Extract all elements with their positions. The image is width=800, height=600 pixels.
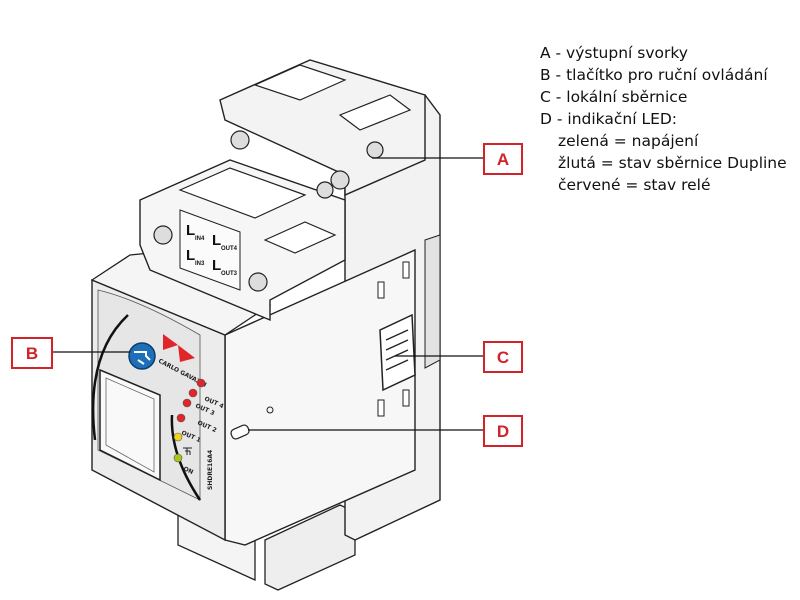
side-vent-1 (377, 281, 385, 299)
screw-front-1 (153, 225, 173, 245)
screw-rear-2 (330, 170, 350, 190)
callout-d: D (483, 415, 523, 447)
callout-b: B (11, 337, 53, 369)
svg-text:D: D (497, 422, 509, 441)
led-out4b (188, 388, 198, 398)
bus-symbol-icon (183, 447, 192, 455)
terminal-slot-front-2 (263, 221, 337, 254)
manual-button[interactable] (128, 342, 156, 370)
terminal-l-in3-sub: IN3 (195, 261, 205, 267)
hand-icon (134, 351, 151, 365)
terminal-block-rear (219, 59, 426, 197)
terminal-l-out4-sub: OUT4 (221, 246, 238, 252)
callout-a: A (483, 143, 523, 175)
legend-d-green: zelená = napájení (558, 132, 699, 150)
screw-front-3 (316, 181, 334, 199)
terminal-l-out3-sub: OUT3 (221, 271, 238, 277)
legend-d-yellow: žlutá = stav sběrnice Dupline (558, 154, 787, 172)
brand-logo-icon-2 (178, 345, 195, 362)
front-window-inner (105, 377, 155, 473)
terminal-l-out4: L (212, 232, 221, 249)
brand-logo-icon (163, 334, 178, 350)
svg-text:B: B (26, 344, 38, 363)
terminal-slot-front-1 (178, 167, 307, 219)
terminal-l-in3: L (186, 247, 195, 264)
terminal-l-in4-sub: IN4 (195, 236, 205, 242)
front-window (99, 368, 161, 482)
side-hole (266, 406, 274, 414)
svg-text:C: C (497, 348, 509, 367)
legend-d-red: červené = stav relé (558, 176, 711, 194)
model-text: SHDRE16A4 (207, 450, 214, 490)
screw-rear-1 (230, 130, 250, 150)
legend: A - výstupní svorky B - tlačítko pro ruč… (540, 42, 795, 196)
legend-c: C - lokální sběrnice (540, 88, 688, 106)
led-out4 (196, 378, 206, 388)
side-vent-3 (402, 261, 410, 279)
led-label-on: ON (182, 465, 194, 476)
svg-text:A: A (497, 150, 509, 169)
led-out3 (182, 398, 192, 408)
terminal-label-plate (179, 209, 241, 291)
screw-rear-3 (366, 141, 384, 159)
legend-d: D - indikační LED: (540, 110, 678, 128)
terminal-slot-rear-2 (338, 94, 412, 131)
bus-connector-pins (385, 329, 409, 371)
side-slot (230, 424, 250, 440)
callout-c: C (483, 341, 523, 373)
side-vent-4 (402, 389, 410, 407)
side-vent-2 (377, 399, 385, 417)
din-clip-2 (264, 504, 356, 591)
led-out2 (176, 413, 186, 423)
legend-b: B - tlačítko pro ruční ovládání (540, 66, 768, 84)
terminal-slot-rear-1 (253, 64, 347, 101)
terminal-l-out3: L (212, 257, 221, 274)
screw-front-2 (248, 272, 268, 292)
legend-a: A - výstupní svorky (540, 44, 688, 62)
housing-rail-slot (424, 234, 441, 369)
bus-connector (379, 313, 416, 392)
front-arc (91, 314, 129, 441)
led-out1 (173, 432, 183, 442)
led-on (173, 453, 183, 463)
terminal-l-in4: L (186, 222, 195, 239)
